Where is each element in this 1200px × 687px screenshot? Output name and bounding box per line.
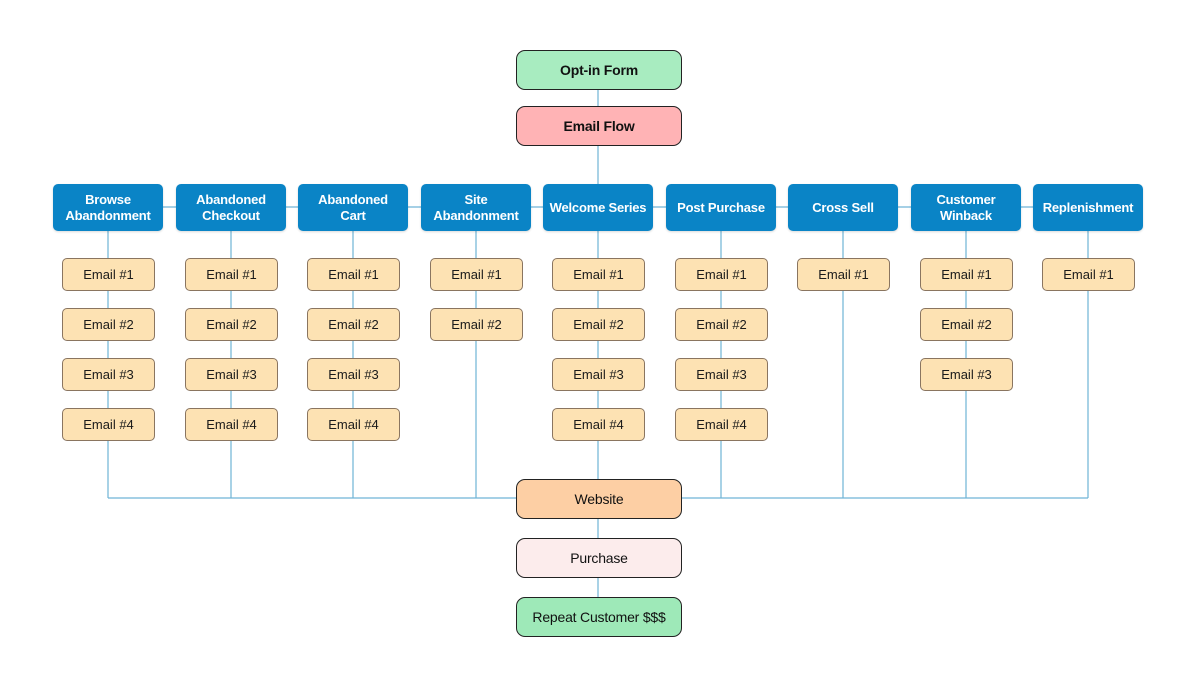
email-step: Email #1: [307, 258, 400, 291]
category-abandoned-cart: Abandoned Cart: [298, 184, 408, 231]
email-step: Email #1: [552, 258, 645, 291]
category-cross-sell: Cross Sell: [788, 184, 898, 231]
category-replenishment: Replenishment: [1033, 184, 1143, 231]
email-step: Email #2: [552, 308, 645, 341]
email-step: Email #3: [307, 358, 400, 391]
opt-in-form-node: Opt-in Form: [516, 50, 682, 90]
email-step: Email #1: [675, 258, 768, 291]
category-browse-abandonment: Browse Abandonment: [53, 184, 163, 231]
email-step: Email #4: [552, 408, 645, 441]
email-step: Email #4: [62, 408, 155, 441]
purchase-node: Purchase: [516, 538, 682, 578]
email-step: Email #1: [185, 258, 278, 291]
email-step: Email #2: [185, 308, 278, 341]
website-node: Website: [516, 479, 682, 519]
email-step: Email #4: [307, 408, 400, 441]
category-post-purchase: Post Purchase: [666, 184, 776, 231]
email-step: Email #3: [62, 358, 155, 391]
email-step: Email #2: [675, 308, 768, 341]
email-step: Email #2: [62, 308, 155, 341]
email-step: Email #4: [185, 408, 278, 441]
email-step: Email #3: [552, 358, 645, 391]
email-flow-node: Email Flow: [516, 106, 682, 146]
email-step: Email #2: [307, 308, 400, 341]
repeat-customer-node: Repeat Customer $$$: [516, 597, 682, 637]
email-step: Email #2: [430, 308, 523, 341]
email-step: Email #4: [675, 408, 768, 441]
category-customer-winback: Customer Winback: [911, 184, 1021, 231]
email-step: Email #1: [430, 258, 523, 291]
email-step: Email #3: [675, 358, 768, 391]
category-welcome-series: Welcome Series: [543, 184, 653, 231]
category-site-abandonment: Site Abandonment: [421, 184, 531, 231]
category-abandoned-checkout: Abandoned Checkout: [176, 184, 286, 231]
email-step: Email #3: [185, 358, 278, 391]
email-step: Email #1: [920, 258, 1013, 291]
email-step: Email #2: [920, 308, 1013, 341]
email-step: Email #1: [1042, 258, 1135, 291]
email-step: Email #1: [797, 258, 890, 291]
email-step: Email #1: [62, 258, 155, 291]
email-step: Email #3: [920, 358, 1013, 391]
